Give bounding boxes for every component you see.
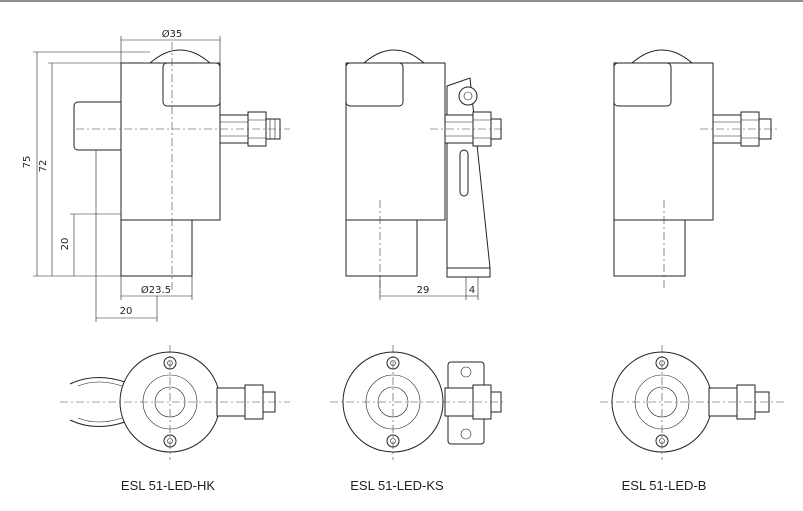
head-cap-ks xyxy=(345,62,404,107)
dim-label-d35: Ø35 xyxy=(162,28,183,40)
head-cap-hk xyxy=(162,62,221,107)
lower-tube-ks xyxy=(345,219,418,277)
lever-arm-ks xyxy=(446,77,491,278)
caption-ks: ESL 51-LED-KS xyxy=(350,478,444,493)
dim-label-h75: 75 xyxy=(22,156,33,169)
caption-b: ESL 51-LED-B xyxy=(622,478,707,493)
clamp-block-hk xyxy=(73,101,127,151)
head-cap-b xyxy=(613,62,672,107)
dim-label-h72: 72 xyxy=(38,160,49,173)
dim-label-h20: 20 xyxy=(60,238,71,251)
view-hk-top xyxy=(60,345,290,460)
dim-label-w29: 29 xyxy=(417,285,430,296)
dome-hk xyxy=(149,49,211,64)
dim-label-w4: 4 xyxy=(469,285,475,296)
caption-hk: ESL 51-LED-HK xyxy=(121,478,215,493)
clamp-wire-hk xyxy=(69,377,126,427)
view-b-top xyxy=(600,345,785,460)
lower-tube-b xyxy=(613,219,686,277)
dim-label-d23-5: Ø23.5 xyxy=(141,284,171,296)
lower-tube-hk xyxy=(120,219,193,277)
dome-ks xyxy=(363,49,425,64)
view-hk-side: Ø35 75 72 20 Ø23.5 20 xyxy=(22,28,290,322)
view-ks-top xyxy=(330,345,505,460)
dim-label-w20: 20 xyxy=(120,306,133,317)
view-ks-side: 29 4 xyxy=(345,49,505,300)
view-b-side xyxy=(613,49,780,290)
dome-b xyxy=(631,49,693,64)
